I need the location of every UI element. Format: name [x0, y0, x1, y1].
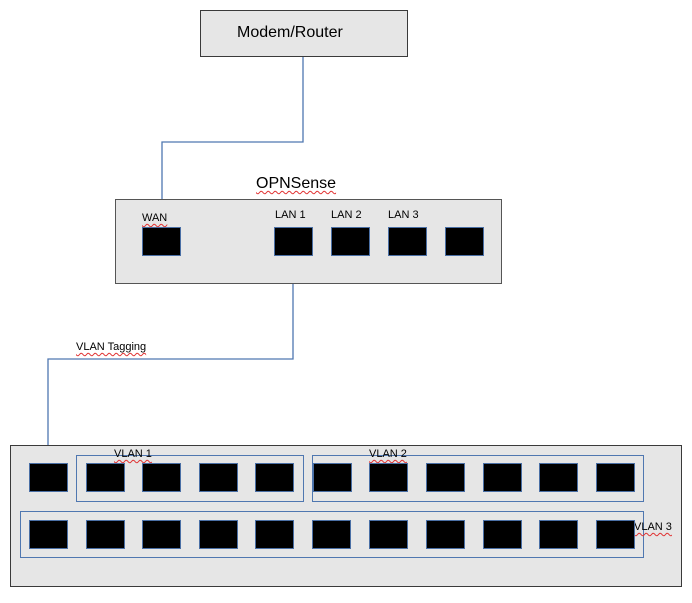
- vlan-label-3: VLAN 3: [634, 521, 672, 533]
- wire-lan1-to-switch: [47, 256, 294, 463]
- switch-port-vlan3[interactable]: [86, 520, 125, 549]
- switch-port-vlan1[interactable]: [86, 463, 125, 492]
- switch-port-vlan3[interactable]: [312, 520, 351, 549]
- vlan-group-3: [20, 511, 644, 558]
- switch-port-vlan1[interactable]: [142, 463, 181, 492]
- port-wan[interactable]: [142, 227, 181, 256]
- port-label-lan3: LAN 3: [388, 209, 419, 221]
- modem-router-box: Modem/Router: [200, 10, 408, 57]
- switch-port-vlan3[interactable]: [426, 520, 465, 549]
- port-lan4[interactable]: [445, 227, 484, 256]
- modem-router-label: Modem/Router: [237, 24, 343, 41]
- switch-port-vlan3[interactable]: [255, 520, 294, 549]
- switch-port-vlan3[interactable]: [596, 520, 635, 549]
- port-lan3[interactable]: [388, 227, 427, 256]
- switch-port-vlan3[interactable]: [369, 520, 408, 549]
- vlan-tagging-label: VLAN Tagging: [76, 341, 147, 353]
- switch-port-vlan2[interactable]: [369, 463, 408, 492]
- port-lan2[interactable]: [331, 227, 370, 256]
- firewall-title: OPNSense: [256, 175, 337, 192]
- vlan-label-1: VLAN 1: [114, 448, 152, 460]
- switch-port-vlan3[interactable]: [199, 520, 238, 549]
- switch-port-vlan2[interactable]: [596, 463, 635, 492]
- switch-port-vlan1[interactable]: [255, 463, 294, 492]
- switch-port-vlan2[interactable]: [539, 463, 578, 492]
- port-lan1[interactable]: [274, 227, 313, 256]
- switch-port-vlan2[interactable]: [426, 463, 465, 492]
- port-label-lan2: LAN 2: [331, 209, 362, 221]
- switch-port-vlan3[interactable]: [29, 520, 68, 549]
- switch-port-vlan3[interactable]: [142, 520, 181, 549]
- switch-port-uplink[interactable]: [29, 463, 68, 492]
- port-label-wan: WAN: [142, 212, 168, 224]
- vlan-label-2: VLAN 2: [369, 448, 407, 460]
- port-label-lan1: LAN 1: [275, 209, 306, 221]
- switch-port-vlan2[interactable]: [313, 463, 352, 492]
- switch-port-vlan2[interactable]: [483, 463, 522, 492]
- switch-port-vlan1[interactable]: [199, 463, 238, 492]
- vlan-group-2: [312, 455, 644, 502]
- switch-port-vlan3[interactable]: [483, 520, 522, 549]
- vlan-group-1: [76, 455, 304, 502]
- switch-port-vlan3[interactable]: [539, 520, 578, 549]
